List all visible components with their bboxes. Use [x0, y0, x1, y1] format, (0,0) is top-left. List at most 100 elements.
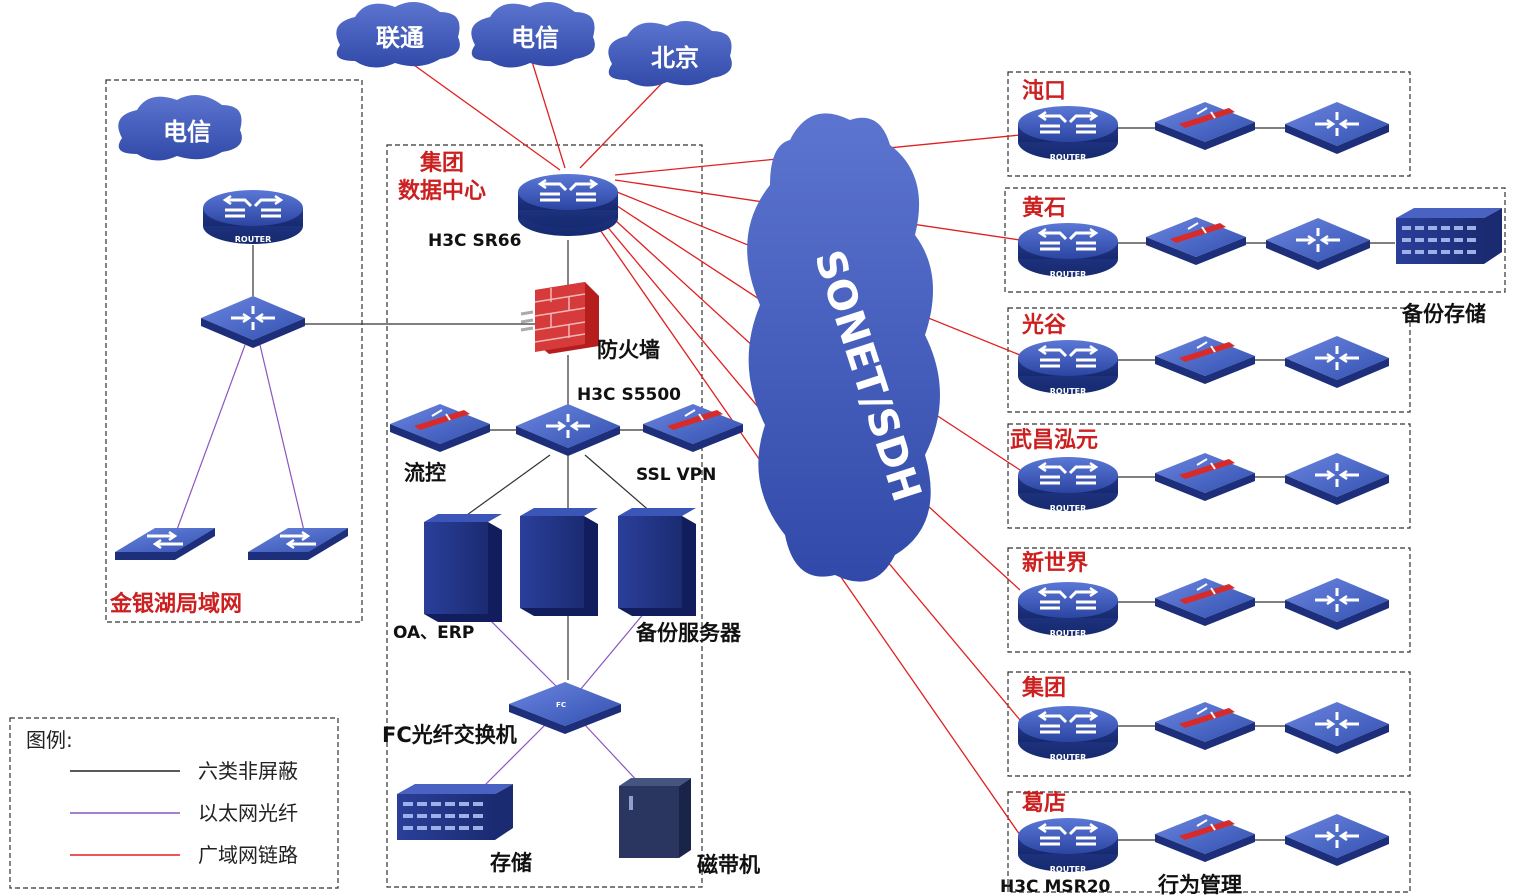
branch-6-switch — [1283, 700, 1391, 756]
legend-box — [9, 717, 339, 889]
branch-5-name: 新世界 — [1022, 550, 1088, 576]
svg-text:FC: FC — [556, 701, 566, 709]
branch-6-name: 集团 — [1021, 675, 1066, 701]
branch-4-switch — [1283, 451, 1391, 507]
backup-storage-label: 备份存储 — [1401, 302, 1486, 326]
branch-1: 沌口 ROUTER — [1016, 79, 1391, 162]
branch-1-name: 沌口 — [1022, 79, 1066, 104]
fc-switch: FC — [509, 682, 621, 734]
svg-text:ROUTER: ROUTER — [235, 235, 272, 244]
cloud-beijing: 北京 — [608, 21, 732, 87]
branch-4-name: 武昌泓元 — [1010, 428, 1098, 453]
branch-5-firewall — [1154, 577, 1256, 627]
legend-copper-label: 六类非屏蔽 — [198, 759, 298, 783]
legend-wan-label: 广域网链路 — [198, 843, 298, 867]
branch-3-firewall — [1154, 335, 1256, 385]
datacenter-title-2: 数据中心 — [398, 178, 486, 204]
branch-7-router-model: H3C MSR20 — [1000, 877, 1111, 896]
core-router — [516, 172, 620, 236]
legend: 图例: 六类非屏蔽 以太网光纤 广域网链路 — [26, 728, 298, 867]
firewall-icon — [520, 282, 599, 354]
branch-3-name: 光谷 — [1021, 313, 1067, 338]
branch-7-firewall — [1154, 813, 1256, 863]
branch-1-firewall — [1154, 101, 1256, 151]
branch-box-5 — [1007, 547, 1411, 653]
branch-box-1 — [1007, 71, 1411, 177]
svg-text:电信: 电信 — [511, 24, 559, 52]
jinyinhu-access-switch-1 — [113, 526, 217, 562]
branch-2-name: 黄石 — [1022, 196, 1066, 221]
branch-box-6 — [1007, 671, 1411, 777]
tape-library — [619, 778, 691, 858]
branch-2-backup-storage — [1396, 208, 1502, 264]
svg-text:电信: 电信 — [163, 118, 211, 146]
ssl-vpn-label: SSL VPN — [636, 465, 716, 485]
svg-text:ROUTER: ROUTER — [1050, 753, 1087, 762]
branch-6: 集团 ROUTER — [1016, 675, 1391, 762]
jinyinhu-title: 金银湖局域网 — [109, 591, 242, 617]
datacenter-title-1: 集团 — [419, 150, 464, 176]
branch-7: 葛店 ROUTER H3C MSR20 行为管理 — [1000, 791, 1391, 896]
jinyinhu-access-switch-2 — [246, 526, 350, 562]
fc-switch-label: FC光纤交换机 — [382, 723, 517, 747]
branch-box-7 — [1007, 791, 1411, 893]
branch-5: 新世界 ROUTER — [1016, 550, 1391, 638]
branch-box-4 — [1007, 423, 1411, 529]
branch-2-firewall — [1145, 216, 1247, 266]
svg-text:ROUTER: ROUTER — [1050, 153, 1087, 162]
branch-4-router: ROUTER — [1016, 455, 1120, 513]
jinyinhu-router: ROUTER — [201, 188, 305, 246]
core-router-label: H3C SR66 — [428, 231, 521, 251]
svg-text:ROUTER: ROUTER — [1050, 629, 1087, 638]
core-switch — [514, 402, 622, 458]
branch-5-router: ROUTER — [1016, 580, 1120, 638]
branch-4: 武昌泓元 ROUTER — [1010, 428, 1391, 513]
cloud-unicom: 联通 — [336, 2, 460, 68]
branch-5-switch — [1283, 576, 1391, 632]
branch-6-firewall — [1154, 701, 1256, 751]
legend-fiber-label: 以太网光纤 — [198, 801, 298, 825]
jinyinhu-lan-boundary — [105, 79, 363, 623]
branch-4-firewall — [1154, 452, 1256, 502]
branch-3-switch — [1283, 334, 1391, 390]
svg-text:ROUTER: ROUTER — [1050, 387, 1087, 396]
flow-control-label: 流控 — [404, 461, 446, 485]
firewall-label: 防火墙 — [597, 338, 660, 362]
server-oa-erp — [424, 514, 502, 622]
legend-title: 图例: — [26, 728, 73, 752]
branch-1-router: ROUTER — [1016, 104, 1120, 162]
svg-text:ROUTER: ROUTER — [1050, 270, 1087, 279]
storage-array — [397, 784, 513, 840]
jinyinhu-core-switch — [199, 294, 307, 350]
ssl-vpn-device — [642, 403, 744, 453]
oa-erp-label: OA、ERP — [393, 623, 474, 643]
svg-text:ROUTER: ROUTER — [1050, 865, 1087, 874]
tape-label: 磁带机 — [697, 853, 760, 877]
branch-2-switch — [1264, 216, 1372, 272]
branch-1-switch — [1283, 100, 1391, 156]
core-switch-label: H3C S5500 — [577, 385, 681, 405]
server-middle — [520, 508, 598, 616]
behavior-management-label: 行为管理 — [1157, 873, 1242, 896]
cloud-local-telecom: 电信 — [118, 95, 242, 161]
branch-2-router: ROUTER — [1016, 221, 1120, 279]
branch-7-name: 葛店 — [1021, 791, 1066, 816]
svg-text:北京: 北京 — [651, 44, 699, 72]
cloud-sonet-sdh: SONET/SDH — [747, 113, 940, 582]
branch-box-2 — [1004, 187, 1506, 293]
branch-3: 光谷 ROUTER — [1016, 313, 1391, 396]
branch-6-router: ROUTER — [1016, 704, 1120, 762]
branch-2: 黄石 ROUTER 备份存储 — [1016, 196, 1502, 326]
svg-text:联通: 联通 — [376, 24, 424, 52]
cloud-telecom: 电信 — [471, 2, 595, 68]
backup-server-label: 备份服务器 — [635, 621, 742, 645]
server-backup — [618, 508, 696, 616]
branch-3-router: ROUTER — [1016, 338, 1120, 396]
branch-7-switch — [1283, 812, 1391, 868]
flow-control-device — [389, 403, 491, 453]
branch-box-3 — [1007, 307, 1411, 413]
storage-label: 存储 — [490, 851, 532, 875]
svg-text:ROUTER: ROUTER — [1050, 504, 1087, 513]
branch-7-router: ROUTER — [1016, 816, 1120, 874]
